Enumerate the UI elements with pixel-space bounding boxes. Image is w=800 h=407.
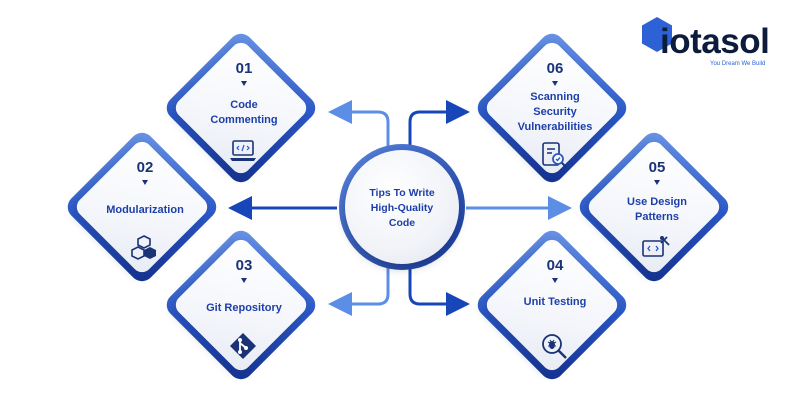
tip-number: 01 [235, 60, 253, 77]
bug-search-icon [542, 334, 567, 359]
tip-number: 02 [136, 159, 154, 176]
tip-label: Git Repository [206, 302, 282, 314]
connector-04 [408, 262, 470, 316]
brand-logo: iotasol You Dream We Build [640, 14, 790, 74]
hub-title-line2: High-Quality [370, 202, 434, 214]
caret-down-icon [241, 81, 247, 86]
caret-down-icon [552, 81, 558, 86]
hexagon-logo-icon [642, 17, 672, 52]
connector-01 [328, 100, 390, 155]
tip-label: Unit Testing [523, 296, 587, 308]
tip-number: 04 [546, 257, 564, 274]
tip-label: Use Design Patterns [627, 196, 687, 223]
caret-down-icon [654, 180, 660, 185]
tip-card-03: 03 Git Repository [161, 225, 323, 387]
tip-card-01: 01 Code Commenting [161, 28, 323, 190]
caret-down-icon [552, 278, 558, 283]
tip-card-02: 02 Modularization [62, 127, 224, 289]
caret-down-icon [241, 278, 247, 283]
tip-card-06: 06 Scanning Security Vulnerabilities [472, 28, 634, 190]
tip-label: Modularization [106, 204, 184, 216]
brand-name: iotasol [660, 22, 770, 61]
connector-03 [328, 262, 390, 316]
design-tools-icon [642, 236, 670, 257]
tip-number: 06 [546, 60, 564, 77]
git-icon [230, 333, 256, 359]
tip-card-04: 04 Unit Testing [472, 225, 634, 387]
tip-number: 05 [648, 159, 666, 176]
hub-title-line3: Code [388, 217, 416, 229]
brand-tagline: You Dream We Build [710, 61, 766, 67]
connector-06 [408, 100, 470, 155]
tip-card-05: 05 Use Design Patterns [574, 127, 736, 289]
tip-label: Code Commenting [210, 99, 278, 126]
hub-title: Tips To Write High-Quality Code [345, 186, 459, 231]
caret-down-icon [142, 180, 148, 185]
tip-label: Scanning Security Vulnerabilities [517, 91, 593, 133]
security-scan-icon [542, 142, 567, 168]
hub-title-line1: Tips To Write [369, 187, 435, 199]
hub-circle [345, 150, 459, 264]
tip-number: 03 [235, 257, 253, 274]
laptop-code-icon [230, 140, 256, 161]
cubes-icon [131, 235, 156, 260]
